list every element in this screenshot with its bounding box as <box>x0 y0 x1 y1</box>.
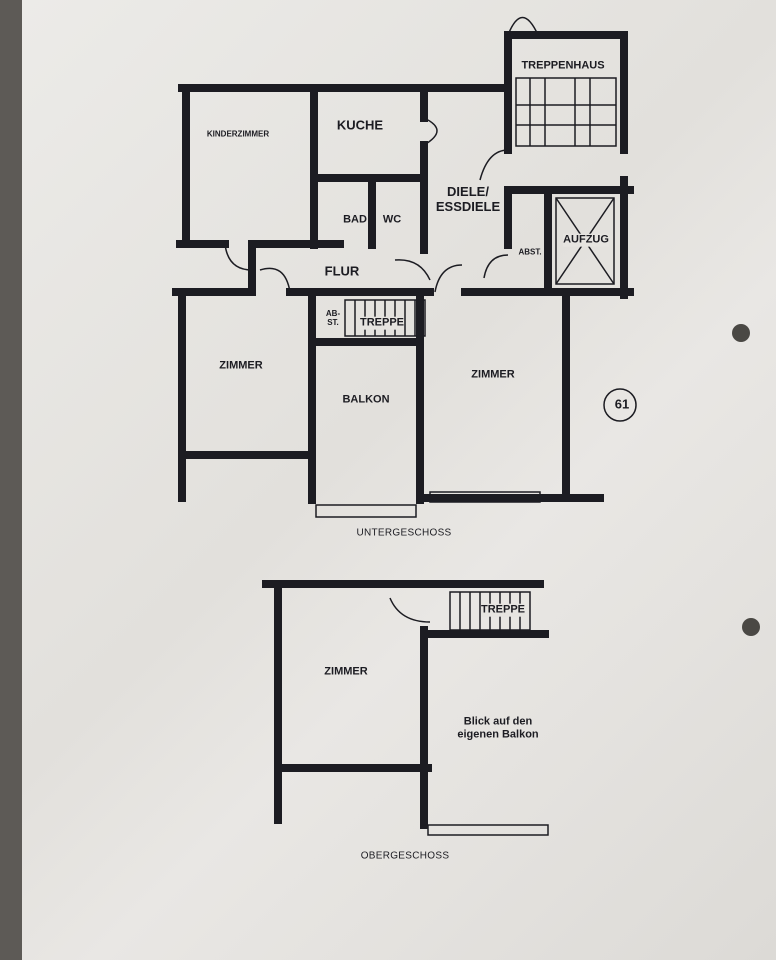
label-balkon: BALKON <box>342 393 390 406</box>
label-treppe-og: TREPPE <box>480 603 526 617</box>
label-diele-essdiele: DIELE/ ESSDIELE <box>435 184 501 214</box>
stair-lines <box>224 16 637 518</box>
label-abstellraum: AB- ST. <box>325 308 341 327</box>
label-wc: WC <box>382 213 402 226</box>
label-treppe: TREPPE <box>359 316 405 330</box>
label-kinderzimmer: KINDERZIMMER <box>206 129 270 139</box>
label-bad: BAD <box>343 213 367 226</box>
label-number: 61 <box>614 396 630 412</box>
punch-hole <box>742 618 760 636</box>
label-zimmer-right: ZIMMER <box>471 368 515 381</box>
paper-sheet <box>22 0 776 960</box>
walls-obergeschoss <box>262 580 549 829</box>
label-zimmer-left: ZIMMER <box>219 359 263 372</box>
label-treppenhaus: TREPPENHAUS <box>521 59 605 72</box>
caption-obergeschoss: OBERGESCHOSS <box>360 850 450 862</box>
stair-lines-og <box>389 591 549 836</box>
walls-untergeschoss <box>172 31 634 504</box>
label-flur: FLUR <box>324 263 360 279</box>
punch-hole <box>732 324 750 342</box>
label-aufzug: AUFZUG <box>563 233 609 247</box>
label-zimmer-og: ZIMMER <box>324 665 368 678</box>
caption-untergeschoss: UNTERGESCHOSS <box>356 527 452 539</box>
label-kuche: KUCHE <box>336 117 384 133</box>
label-abst: ABST. <box>518 247 542 257</box>
label-balkon-view: Blick auf den eigenen Balkon <box>457 715 539 740</box>
